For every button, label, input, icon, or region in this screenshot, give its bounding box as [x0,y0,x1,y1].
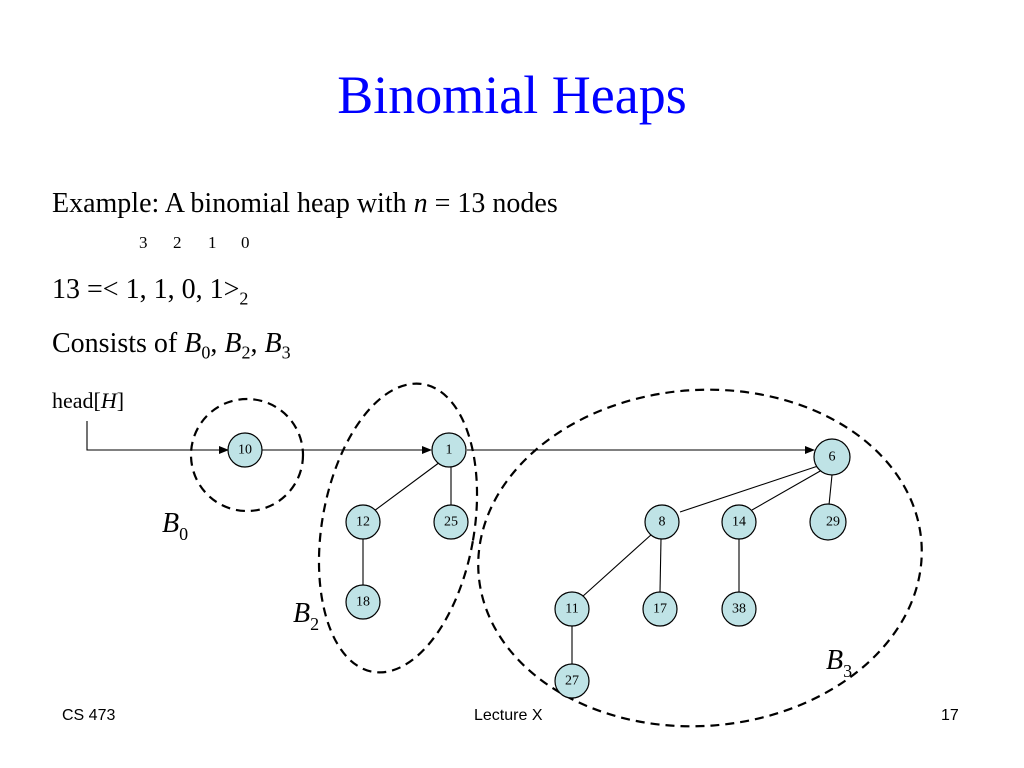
node-25: 25 [433,504,469,540]
footer-course: CS 473 [62,707,116,724]
consists-prefix: Consists of [52,328,185,359]
bit-index-3: 3 [139,233,148,252]
b0-enclosure [189,397,305,513]
b0-label-sub: 0 [179,524,188,544]
node-12: 12 [345,504,381,540]
node-1: 1 [431,432,467,468]
edge-8-11 [581,533,653,598]
node-18: 18 [345,584,381,620]
consists-b0-sub: 0 [201,342,211,363]
b0-label: B0 [162,508,188,544]
footer-page-number: 17 [941,707,959,724]
node-11-label: 11 [565,602,578,617]
b2-label-sub: 2 [310,614,319,634]
node-17: 17 [642,591,678,627]
head-label: head[H] [52,390,124,412]
node-38: 38 [721,591,757,627]
node-29: 29 [809,503,847,541]
example-var-n: n [413,188,428,219]
b0-label-var: B [162,508,179,539]
node-8: 8 [644,504,680,540]
node-10: 10 [227,432,263,468]
head-var: H [100,388,117,413]
node-10-label: 10 [238,443,252,458]
bit-index-2: 2 [173,233,182,252]
node-6-label: 6 [829,450,836,465]
node-14-label: 14 [732,515,746,530]
head-pointer-arrow [86,421,229,454]
slide-title: Binomial Heaps [337,65,687,125]
node-1-label: 1 [446,443,453,458]
node-27-label: 27 [565,674,579,689]
node-27: 27 [554,663,590,699]
consists-line: Consists of B0, B2, B3 [52,330,291,362]
binary-representation: 13 =< 1, 1, 0, 1>2 [52,276,248,308]
node-29-label: 29 [826,515,840,530]
b3-label-var: B [826,645,843,676]
binary-base: 2 [239,288,249,309]
b3-enclosure [477,388,923,728]
head-prefix: head[ [52,388,101,413]
bit-index-1: 1 [208,233,217,252]
consists-b3-var: B [264,328,282,359]
binary-text: 13 =< 1, 1, 0, 1> [52,274,240,305]
consists-b2-sub: 2 [241,342,251,363]
consists-b0-var: B [184,328,202,359]
edge-6-14 [751,469,823,511]
consists-sep-1: , [210,328,225,359]
bit-index-0: 0 [241,233,250,252]
head-suffix: ] [116,388,125,413]
footer-lecture: Lecture X [474,707,543,724]
node-6: 6 [813,438,851,476]
node-38-label: 38 [732,602,746,617]
edge-6-29 [828,474,833,506]
node-8-label: 8 [659,515,666,530]
b3-label-sub: 3 [843,661,852,681]
b3-label: B3 [826,645,852,681]
example-prefix: Example: A binomial heap with [52,188,414,219]
b2-enclosure [317,382,479,674]
node-14: 14 [721,504,757,540]
edge-1-12 [373,461,441,512]
node-25-label: 25 [444,515,458,530]
example-suffix: = 13 nodes [427,188,558,219]
consists-b2-var: B [224,328,242,359]
consists-sep-2: , [250,328,265,359]
node-18-label: 18 [356,595,370,610]
consists-b3-sub: 3 [281,342,291,363]
node-12-label: 12 [356,515,370,530]
edge-6-8 [679,465,819,513]
node-17-label: 17 [653,602,667,617]
b2-label-var: B [293,598,310,629]
node-11: 11 [554,591,590,627]
b2-label: B2 [293,598,319,634]
example-line: Example: A binomial heap with n = 13 nod… [52,190,558,218]
edge-8-17 [659,538,662,593]
